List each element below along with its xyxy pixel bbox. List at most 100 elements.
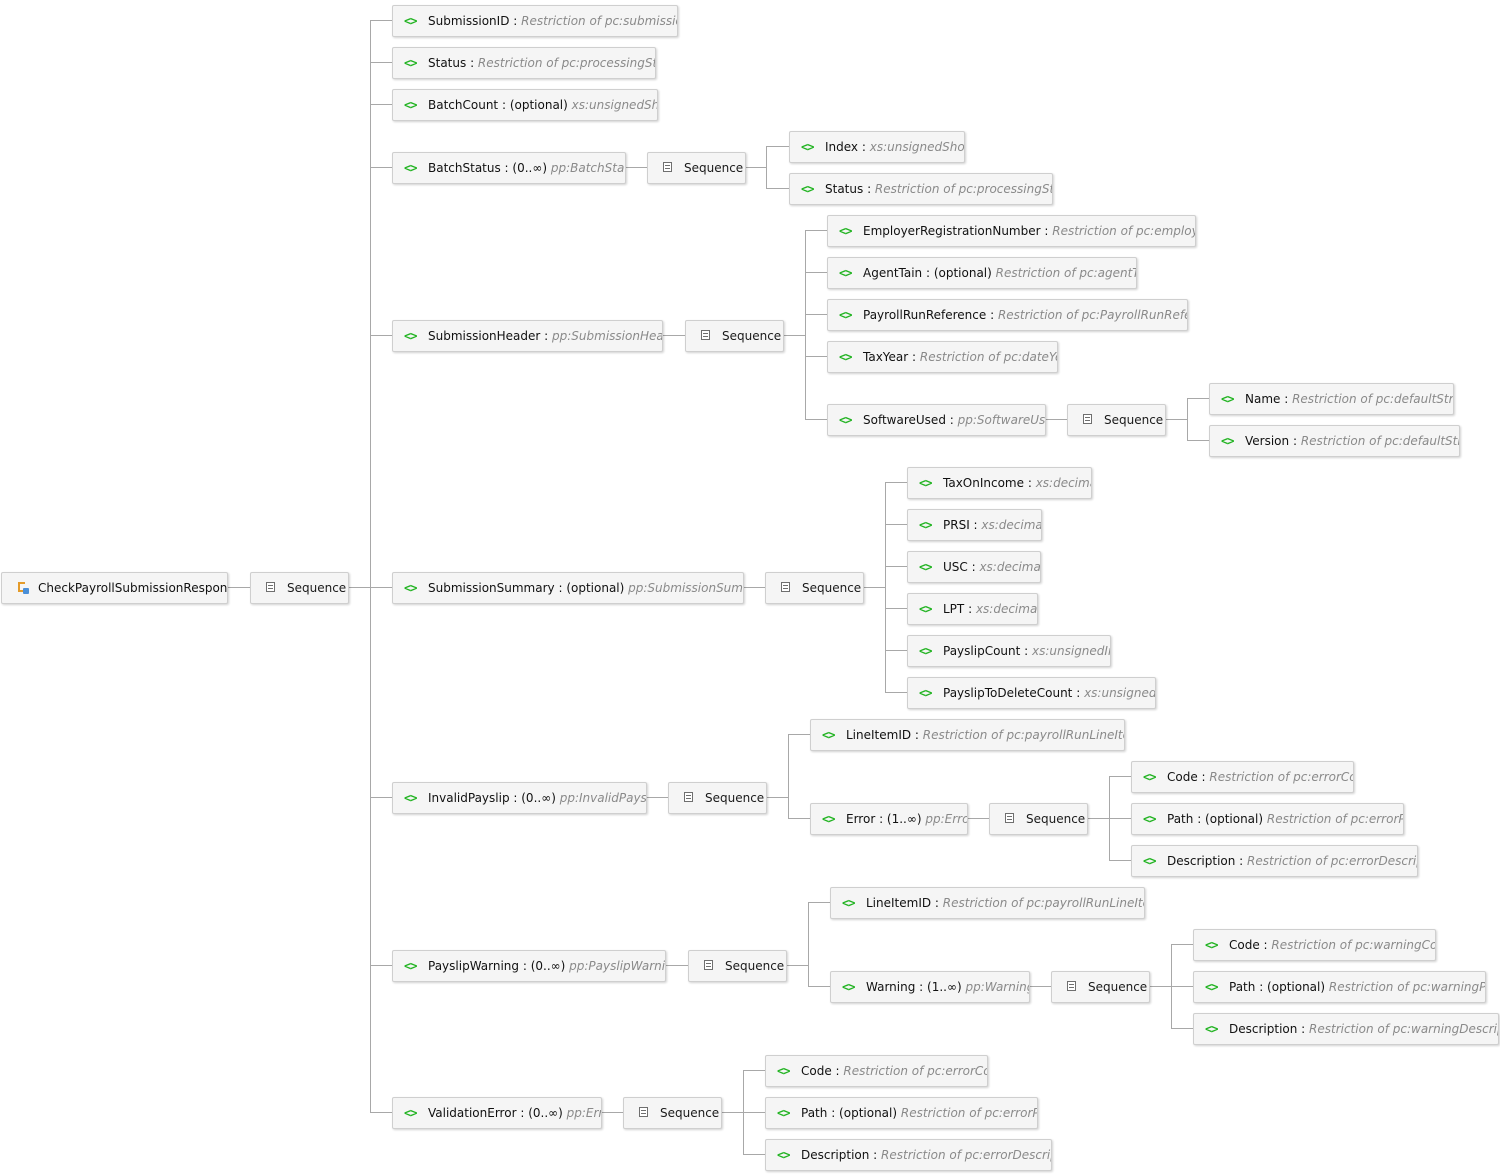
element-node-taxonincome[interactable]: <>TaxOnIncome : xs:decimal (907, 467, 1092, 499)
element-node-agenttain[interactable]: <>AgentTain : (optional) Restriction of … (827, 257, 1137, 289)
element-name: Version (1245, 434, 1290, 448)
element-type: Restriction of pc:employerReg (1052, 224, 1195, 238)
sequence-node-submissionheader[interactable]: Sequence (685, 320, 784, 352)
sequence-icon (1066, 972, 1080, 1002)
element-type: Restriction of pc:payrollRunLineItemID (942, 896, 1144, 910)
element-icon: <> (404, 959, 417, 973)
element-node-invalidpayslip[interactable]: <>InvalidPayslip : (0..∞) pp:InvalidPays… (392, 782, 647, 814)
element-node-payslipwarning-warning[interactable]: <>Warning : (1..∞) pp:Warning (830, 971, 1030, 1003)
element-icon: <> (839, 224, 852, 238)
sequence-node-submissionsummary[interactable]: Sequence (765, 572, 864, 604)
element-icon: <> (839, 413, 852, 427)
element-node-submissionheader[interactable]: <>SubmissionHeader : pp:SubmissionHeader (392, 320, 663, 352)
element-type: pp:PayslipWarning (569, 959, 666, 973)
element-node-taxyear[interactable]: <>TaxYear : Restriction of pc:dateYear (827, 341, 1058, 373)
element-icon: <> (839, 266, 852, 280)
sequence-node-validationerror[interactable]: Sequence (623, 1097, 722, 1129)
element-node-employerregistrationnumber[interactable]: <>EmployerRegistrationNumber : Restricti… (827, 215, 1196, 247)
element-icon: <> (842, 896, 855, 910)
element-node-softwareused-name[interactable]: <>Name : Restriction of pc:defaultString (1209, 383, 1454, 415)
element-icon: <> (839, 350, 852, 364)
element-name: SubmissionHeader (428, 329, 541, 343)
element-icon: <> (801, 182, 814, 196)
element-node-invalidpayslip-lineitemid[interactable]: <>LineItemID : Restriction of pc:payroll… (810, 719, 1125, 751)
element-occurrence: (0..∞) (521, 791, 556, 805)
sequence-label: Sequence (802, 581, 862, 595)
element-icon: <> (919, 644, 932, 658)
element-node-invalidpayslip-error-path[interactable]: <>Path : (optional) Restriction of pc:er… (1131, 803, 1404, 835)
element-node-validationerror-code[interactable]: <>Code : Restriction of pc:errorCode (765, 1055, 988, 1087)
element-type: Restriction of pc:errorDescription (881, 1148, 1051, 1162)
element-node-payslipwarning-warning-code[interactable]: <>Code : Restriction of pc:warningCode (1193, 929, 1436, 961)
element-icon: <> (1221, 392, 1234, 406)
element-icon: <> (404, 14, 417, 28)
sequence-label: Sequence (1104, 413, 1164, 427)
element-name: LineItemID (866, 896, 932, 910)
element-node-softwareused-version[interactable]: <>Version : Restriction of pc:defaultStr… (1209, 425, 1460, 457)
element-icon: <> (822, 728, 835, 742)
element-name: BatchCount (428, 98, 499, 112)
element-type: xs:unsignedInt (1032, 644, 1110, 658)
element-node-softwareused[interactable]: <>SoftwareUsed : pp:SoftwareUsed (827, 404, 1046, 436)
element-node-batchstatus[interactable]: <>BatchStatus : (0..∞) pp:BatchStatus (392, 152, 626, 184)
sequence-label: Sequence (1088, 980, 1148, 994)
element-type: Restriction of pc:errorPath (900, 1106, 1038, 1120)
element-node-batchcount[interactable]: <>BatchCount : (optional) xs:unsignedSho… (392, 89, 658, 121)
element-icon: <> (404, 1106, 417, 1120)
element-node-validationerror-description[interactable]: <>Description : Restriction of pc:errorD… (765, 1139, 1052, 1171)
sequence-node-softwareused[interactable]: Sequence (1067, 404, 1166, 436)
sequence-icon (1004, 804, 1018, 834)
element-node-payslipwarning-lineitemid[interactable]: <>LineItemID : Restriction of pc:payroll… (830, 887, 1145, 919)
element-node-usc[interactable]: <>USC : xs:decimal (907, 551, 1041, 583)
root-element-node[interactable]: CheckPayrollSubmissionResponse (1, 572, 228, 604)
element-occurrence: (0..∞) (512, 161, 548, 175)
element-node-batchstatus-index[interactable]: <>Index : xs:unsignedShort (789, 131, 965, 163)
element-occurrence: (optional) (509, 98, 568, 112)
element-name: CheckPayrollSubmissionResponse (38, 581, 228, 595)
element-node-prsi[interactable]: <>PRSI : xs:decimal (907, 509, 1042, 541)
element-name: Name (1245, 392, 1281, 406)
element-node-status[interactable]: <>Status : Restriction of pc:processingS… (392, 47, 656, 79)
element-node-lpt[interactable]: <>LPT : xs:decimal (907, 593, 1038, 625)
element-type: pp:Error (566, 1106, 601, 1120)
element-node-payslipcount[interactable]: <>PayslipCount : xs:unsignedInt (907, 635, 1111, 667)
element-node-submissionsummary[interactable]: <>SubmissionSummary : (optional) pp:Subm… (392, 572, 744, 604)
element-node-payslipwarning[interactable]: <>PayslipWarning : (0..∞) pp:PayslipWarn… (392, 950, 666, 982)
element-type: xs:decimal (979, 560, 1041, 574)
element-occurrence: (optional) (566, 581, 625, 595)
element-name: Status (825, 182, 864, 196)
element-name: SubmissionSummary (428, 581, 555, 595)
sequence-label: Sequence (660, 1106, 720, 1120)
element-name: USC (943, 560, 968, 574)
element-node-payrollrunreference[interactable]: <>PayrollRunReference : Restriction of p… (827, 299, 1188, 331)
element-node-payslipwarning-warning-path[interactable]: <>Path : (optional) Restriction of pc:wa… (1193, 971, 1486, 1003)
element-name: Description (1229, 1022, 1298, 1036)
element-name: Path (1229, 980, 1256, 994)
element-node-validationerror-path[interactable]: <>Path : (optional) Restriction of pc:er… (765, 1097, 1038, 1129)
element-name: TaxOnIncome (943, 476, 1025, 490)
sequence-label: Sequence (705, 791, 765, 805)
element-node-paysliptodeletecount[interactable]: <>PayslipToDeleteCount : xs:unsignedInt (907, 677, 1156, 709)
element-node-invalidpayslip-error[interactable]: <>Error : (1..∞) pp:Error (810, 803, 968, 835)
element-icon: <> (919, 686, 932, 700)
element-icon: <> (919, 560, 932, 574)
sequence-node-batchstatus[interactable]: Sequence (647, 152, 746, 184)
sequence-node-invalidpayslip[interactable]: Sequence (668, 782, 767, 814)
sequence-node-root[interactable]: Sequence (250, 572, 349, 604)
sequence-node-payslipwarning[interactable]: Sequence (688, 950, 787, 982)
element-node-payslipwarning-warning-description[interactable]: <>Description : Restriction of pc:warnin… (1193, 1013, 1499, 1045)
element-node-validationerror[interactable]: <>ValidationError : (0..∞) pp:Error (392, 1097, 602, 1129)
element-node-invalidpayslip-error-code[interactable]: <>Code : Restriction of pc:errorCode (1131, 761, 1354, 793)
sequence-node-invalidpayslip-error[interactable]: Sequence (989, 803, 1088, 835)
sequence-node-payslipwarning-warning[interactable]: Sequence (1051, 971, 1150, 1003)
element-type: Restriction of pc:warningDescription (1309, 1022, 1498, 1036)
element-name: Index (825, 140, 859, 154)
element-node-invalidpayslip-error-description[interactable]: <>Description : Restriction of pc:errorD… (1131, 845, 1418, 877)
element-type: pp:Error (925, 812, 967, 826)
element-node-submissionid[interactable]: <>SubmissionID : Restriction of pc:submi… (392, 5, 678, 37)
element-icon: <> (404, 98, 417, 112)
element-type: Restriction of pc:payrollRunLineItemID (922, 728, 1124, 742)
element-node-batchstatus-status[interactable]: <>Status : Restriction of pc:processingS… (789, 173, 1053, 205)
element-type: xs:unsignedInt (1084, 686, 1156, 700)
